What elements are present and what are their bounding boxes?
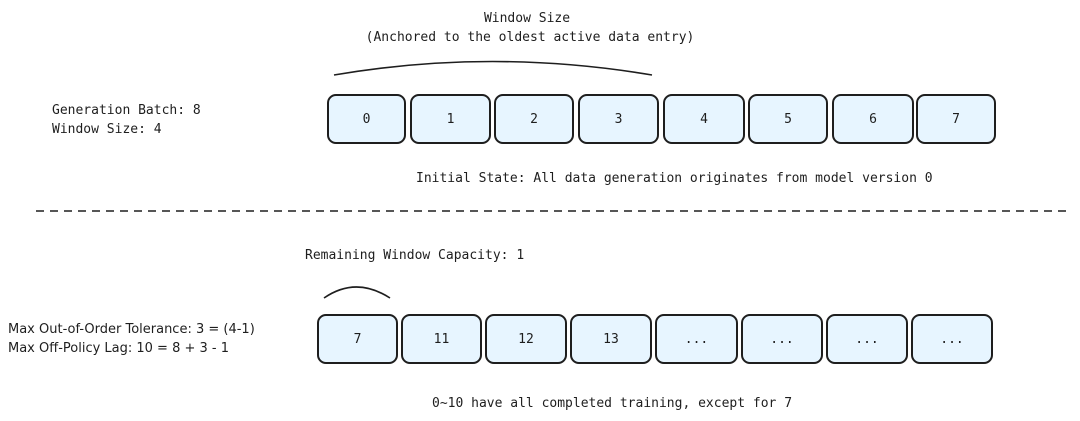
- bottom-cell: ...: [741, 314, 823, 364]
- capacity-arc: [323, 286, 391, 299]
- top-cell: 4: [663, 94, 745, 144]
- window-size-label: Window Size: 4: [52, 122, 162, 137]
- bottom-cell: 11: [401, 314, 482, 364]
- window-size-subtitle: (Anchored to the oldest active data entr…: [365, 30, 695, 45]
- top-cell: 6: [832, 94, 914, 144]
- top-cell: 1: [410, 94, 491, 144]
- top-cell: 3: [578, 94, 659, 144]
- bottom-cell: ...: [911, 314, 993, 364]
- window-size-arc: [333, 60, 653, 76]
- bottom-cell: 13: [570, 314, 652, 364]
- initial-state-caption: Initial State: All data generation origi…: [416, 171, 933, 186]
- top-cell: 5: [748, 94, 828, 144]
- window-size-title: Window Size: [483, 11, 571, 26]
- top-cell: 7: [916, 94, 996, 144]
- top-cell: 0: [327, 94, 406, 144]
- bottom-cell: ...: [655, 314, 738, 364]
- bottom-cell: 12: [485, 314, 567, 364]
- training-status-caption: 0~10 have all completed training, except…: [432, 396, 793, 411]
- generation-batch-label: Generation Batch: 8: [52, 103, 201, 118]
- out-of-order-tolerance-label: Max Out-of-Order Tolerance: 3 = (4-1): [8, 322, 255, 337]
- bottom-cell: ...: [826, 314, 908, 364]
- remaining-capacity-label: Remaining Window Capacity: 1: [305, 248, 525, 263]
- off-policy-lag-label: Max Off-Policy Lag: 10 = 8 + 3 - 1: [8, 341, 230, 356]
- bottom-cell: 7: [317, 314, 398, 364]
- top-cell: 2: [494, 94, 574, 144]
